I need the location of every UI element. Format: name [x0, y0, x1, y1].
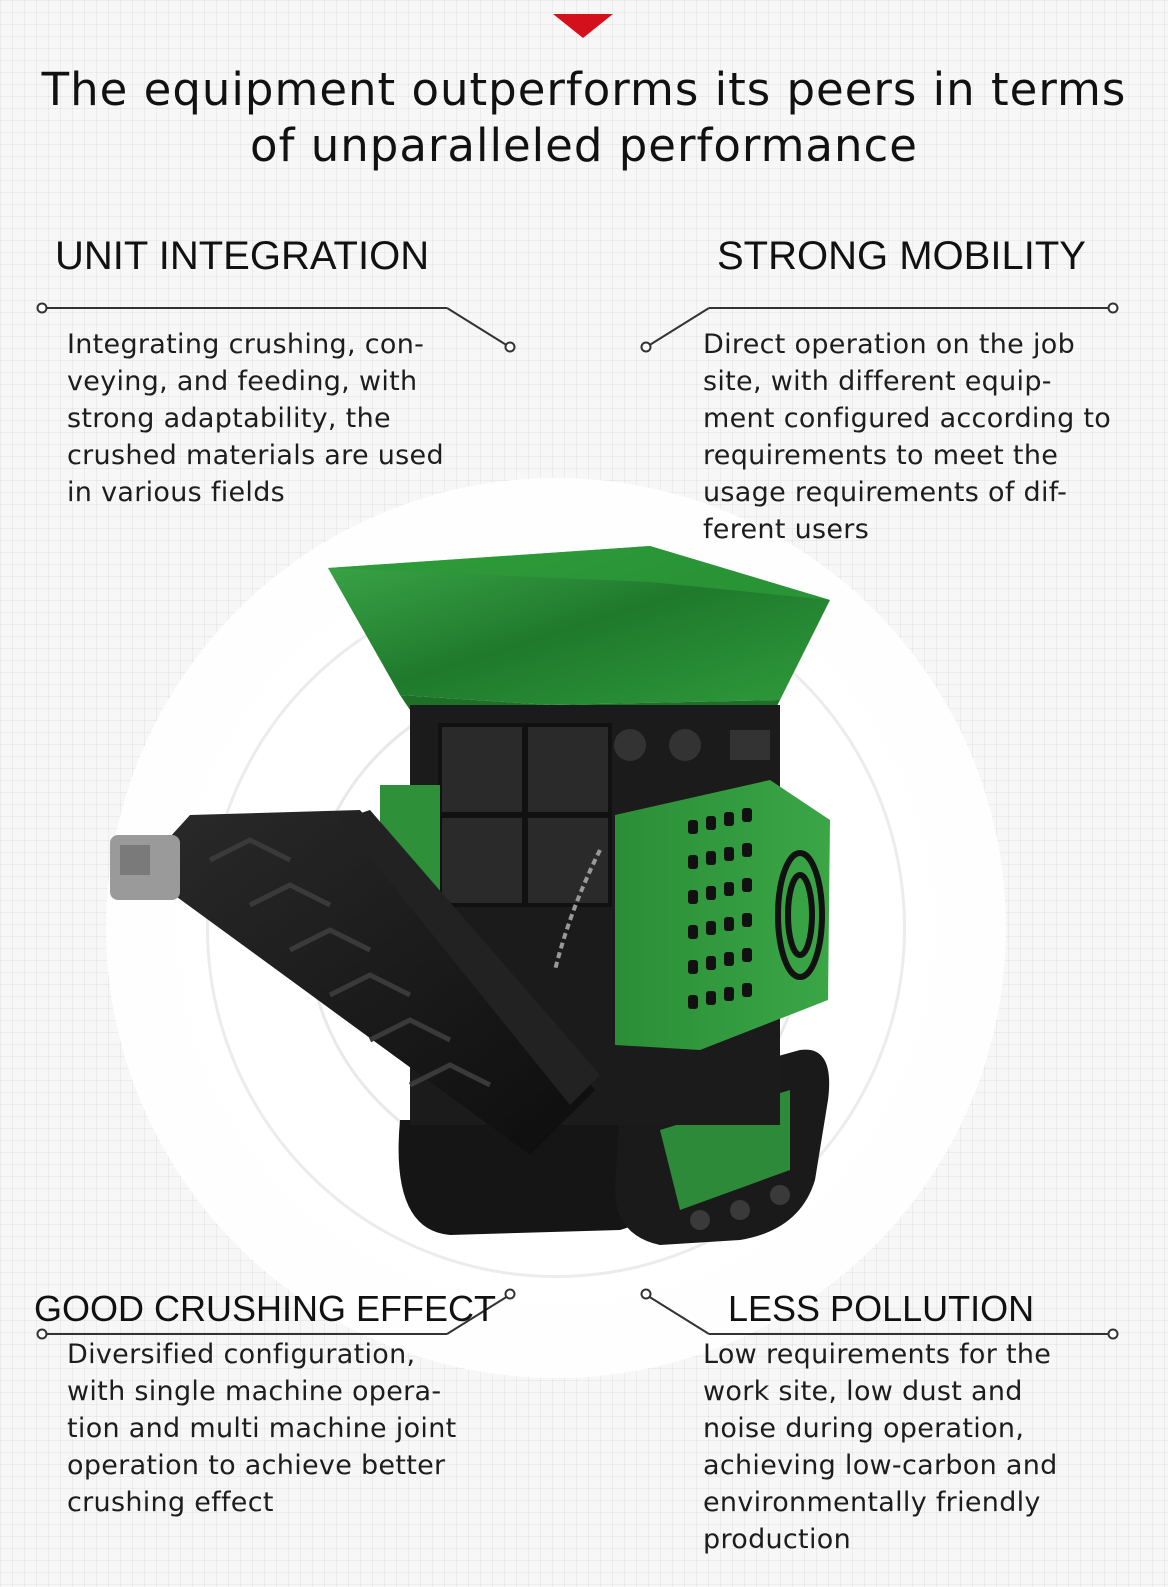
connector-dot-icon	[640, 1288, 652, 1300]
connector-dot-icon	[504, 341, 516, 353]
connector-dot-icon	[1107, 302, 1119, 314]
feature-text-good-crushing-effect: Diversified configuration, with single m…	[67, 1339, 457, 1518]
connector-dot-icon	[640, 341, 652, 353]
feature-title-unit-integration: UNIT INTEGRATION	[55, 234, 430, 278]
connector-dot-icon	[36, 302, 48, 314]
crusher-machine-image	[110, 546, 830, 1245]
feature-text-strong-mobility: Direct operation on the job site, with d…	[703, 329, 1112, 545]
feature-title-good-crushing-effect: GOOD CRUSHING EFFECT	[34, 1288, 497, 1329]
connector-dot-icon	[504, 1288, 516, 1300]
connector-dot-icon	[36, 1328, 48, 1340]
feature-text-unit-integration: Integrating crushing, con-veying, and fe…	[67, 329, 444, 508]
connector-dot-icon	[1107, 1328, 1119, 1340]
down-triangle-icon	[553, 14, 613, 38]
feature-title-strong-mobility: STRONG MOBILITY	[717, 234, 1086, 278]
feature-title-less-pollution: LESS POLLUTION	[728, 1288, 1035, 1329]
feature-text-less-pollution: Low requirements for the work site, low …	[703, 1339, 1058, 1555]
headline: The equipment outperforms its peers in t…	[41, 63, 1127, 172]
